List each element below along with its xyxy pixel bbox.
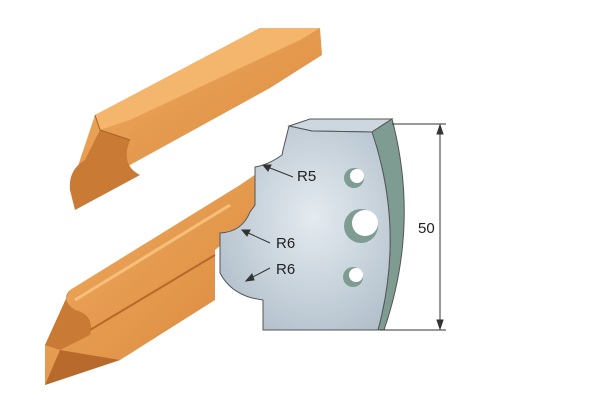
height-dimension [380, 123, 446, 331]
upper-wood-molding [69, 28, 322, 210]
radius-label-r5: R5 [297, 168, 316, 185]
height-label: 50 [418, 220, 435, 237]
radius-leaders [240, 164, 294, 282]
radius-label-r6-middle: R6 [276, 235, 295, 252]
cutter-blade [219, 118, 405, 331]
lower-wood-molding [45, 170, 262, 385]
radius-label-r6-bottom: R6 [276, 261, 295, 278]
